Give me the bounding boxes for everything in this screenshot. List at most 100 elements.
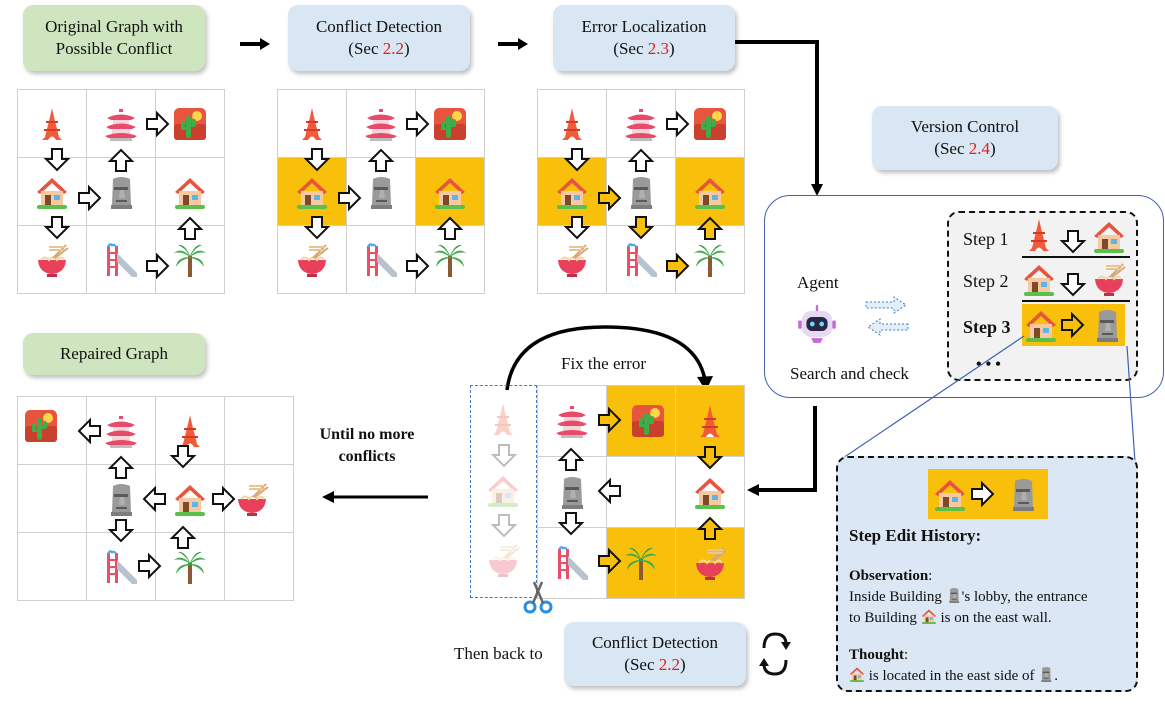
arrow-down-icon xyxy=(305,216,329,239)
conflict2-title: Conflict Detection xyxy=(591,633,719,652)
cycle-icon xyxy=(759,632,791,676)
error-localization-box: Error Localization (Sec 2.3) xyxy=(553,5,735,71)
arrow-down-icon xyxy=(45,216,69,239)
flow-arrow-3 xyxy=(735,40,823,196)
arrow-down-icon xyxy=(1061,273,1085,296)
version-control-box: Version Control (Sec 2.4) xyxy=(872,106,1058,170)
grid-cell xyxy=(416,226,485,294)
version-title: Version Control xyxy=(910,117,1020,136)
arrow-down-icon xyxy=(492,444,516,467)
arrow-down-icon xyxy=(559,512,583,535)
arrow-up-icon xyxy=(171,526,195,549)
grid-cell xyxy=(278,226,347,294)
thought-label: Thought xyxy=(849,647,905,663)
grid-cell xyxy=(676,90,745,158)
house-icon xyxy=(849,667,865,682)
callout-lines xyxy=(839,335,1136,463)
cell xyxy=(156,226,225,294)
repaired-graph-label: Repaired Graph xyxy=(23,333,205,375)
arrow-right-icon xyxy=(338,186,361,210)
fixed-grid-arrows xyxy=(559,408,722,573)
grid2-arrows xyxy=(305,112,462,278)
arrow-right-icon xyxy=(212,487,235,511)
arrow-down-icon xyxy=(1061,230,1085,253)
step-3-label: Step 3 xyxy=(963,317,1011,337)
arrow-left-icon xyxy=(143,487,166,511)
grid-cell xyxy=(416,158,485,226)
search-arrows-icon xyxy=(865,296,909,336)
cell xyxy=(156,90,225,158)
edit-history-title: Step Edit History: xyxy=(849,526,982,545)
arrow-down-icon xyxy=(109,519,133,542)
arrow-down-icon xyxy=(565,148,589,171)
moai-icon xyxy=(1013,479,1034,511)
repaired-title: Repaired Graph xyxy=(59,344,169,363)
removed-column xyxy=(470,385,537,598)
ellipsis: • • • xyxy=(976,356,1001,373)
grid-cell xyxy=(225,397,294,465)
noodle-icon xyxy=(488,544,520,578)
original-graph-label: Original Graph with Possible Conflict xyxy=(23,5,205,71)
arrow-right-icon xyxy=(138,554,161,578)
arrow-down-icon xyxy=(171,445,195,468)
arrow-right-icon xyxy=(598,408,621,432)
step-1-label: Step 1 xyxy=(963,229,1009,249)
arrow-down-icon xyxy=(629,216,653,239)
observation-block: Observation: Inside Building 's lobby, t… xyxy=(849,568,1088,626)
original-line1: Original Graph with xyxy=(45,17,183,36)
cell xyxy=(18,226,87,294)
house-icon xyxy=(1094,222,1124,253)
arrow-down-icon xyxy=(565,216,589,239)
grid-cell xyxy=(676,226,745,294)
arrow-left-icon xyxy=(78,419,101,443)
agent-action: Search and check xyxy=(790,364,909,383)
edit-step-image xyxy=(928,469,1048,519)
grid-cell xyxy=(347,158,416,226)
arrow-up-icon xyxy=(698,217,722,240)
grid-cell xyxy=(225,533,294,601)
arrow-up-icon xyxy=(559,448,583,471)
arrow-up-icon xyxy=(109,149,133,172)
moai-icon xyxy=(1041,666,1052,682)
conflict-title: Conflict Detection xyxy=(315,17,443,36)
moai-icon xyxy=(948,587,959,603)
step-rows xyxy=(1022,219,1130,346)
arrow-up-icon xyxy=(369,149,393,172)
grid-cell xyxy=(416,90,485,158)
then-back-label: Then back to xyxy=(454,644,543,663)
grid3-arrows xyxy=(565,112,722,278)
house-icon xyxy=(488,476,518,507)
fixed-graph-grid xyxy=(537,385,745,599)
version-control-panel xyxy=(764,195,1164,398)
tower-icon xyxy=(493,403,513,435)
grid-cell xyxy=(18,465,87,533)
arrow-right-icon xyxy=(666,254,689,278)
arrow-right-icon xyxy=(598,186,621,210)
arrow-up-icon xyxy=(438,217,462,240)
arrow-up-icon xyxy=(629,149,653,172)
arrow-down-icon xyxy=(492,514,516,537)
grid1-arrows xyxy=(45,112,202,278)
fix-label: Fix the error xyxy=(561,354,646,373)
house-icon xyxy=(1024,265,1054,296)
until-arrow xyxy=(322,491,428,503)
until-label: Until no more conflicts xyxy=(319,426,415,465)
error-title: Error Localization xyxy=(581,17,707,36)
arrow-right-icon xyxy=(598,549,621,573)
noodle-icon xyxy=(1094,263,1126,297)
arrow-up-icon xyxy=(698,517,722,540)
flow-arrow-4 xyxy=(747,406,817,496)
grid-cell xyxy=(538,158,607,226)
grid-cell xyxy=(156,533,225,601)
conflict-detection-box-2: Conflict Detection (Sec 2.2) xyxy=(564,622,746,686)
flow-arrow-1 xyxy=(240,38,270,50)
arrow-right-icon xyxy=(78,186,101,210)
version-sec: (Sec 2.4) xyxy=(934,139,996,158)
grid-cell xyxy=(607,528,676,599)
grid-cell xyxy=(225,465,294,533)
error-sec: (Sec 2.3) xyxy=(613,39,675,58)
original-line2: Possible Conflict xyxy=(55,39,173,58)
grid-cell xyxy=(538,226,607,294)
house-icon xyxy=(921,609,936,624)
removed-column-icons xyxy=(488,403,520,578)
